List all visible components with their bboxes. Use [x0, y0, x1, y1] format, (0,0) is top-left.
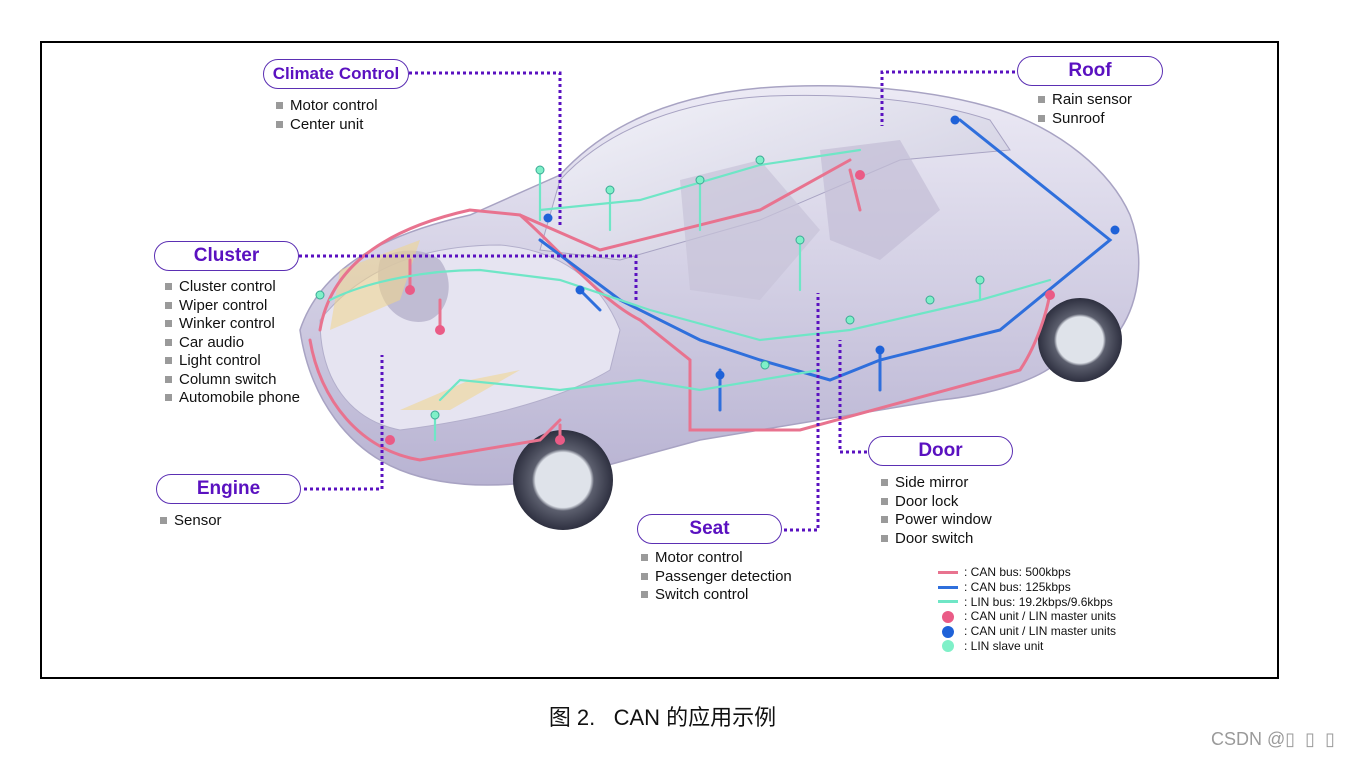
legend-swatch [938, 585, 958, 589]
list-item: Wiper control [165, 297, 300, 316]
list-item: Motor control [276, 97, 378, 116]
list-item: Winker control [165, 315, 300, 334]
watermark: CSDN @▯ ▯ ▯ [1211, 729, 1335, 749]
list-item: Switch control [641, 586, 792, 605]
legend: : CAN bus: 500kbps : CAN bus: 125kbps : … [938, 565, 1116, 654]
cluster-label: Cluster [154, 241, 299, 271]
legend-label: : CAN unit / LIN master units [964, 609, 1117, 624]
list-item: Sunroof [1038, 110, 1132, 129]
list-item: Sensor [160, 512, 222, 531]
legend-swatch [938, 600, 958, 604]
legend-label: : LIN slave unit [964, 638, 1044, 653]
list-item: Automobile phone [165, 389, 300, 408]
legend-item-can-500: : CAN bus: 500kbps [938, 565, 1116, 580]
list-item: Cluster control [165, 278, 300, 297]
legend-item-lin-slave: : LIN slave unit [938, 639, 1116, 654]
seat-items: Motor control Passenger detection Switch… [641, 549, 792, 605]
legend-item-can-125: : CAN bus: 125kbps [938, 580, 1116, 595]
legend-swatch [938, 570, 958, 574]
list-item: Rain sensor [1038, 91, 1132, 110]
legend-item-lin: : LIN bus: 19.2kbps/9.6kbps [938, 595, 1116, 610]
legend-swatch [942, 625, 954, 638]
legend-item-can-unit-blue: : CAN unit / LIN master units [938, 624, 1116, 639]
legend-label: : CAN bus: 125kbps [964, 579, 1071, 594]
legend-label: : CAN unit / LIN master units [964, 624, 1117, 639]
network-units [315, 115, 1120, 445]
door-label: Door [868, 436, 1013, 466]
car-body [299, 85, 1140, 530]
list-item: Column switch [165, 371, 300, 390]
legend-label: : LIN bus: 19.2kbps/9.6kbps [964, 594, 1113, 609]
legend-label: : CAN bus: 500kbps [964, 565, 1071, 579]
list-item: Center unit [276, 116, 378, 135]
engine-items: Sensor [160, 512, 222, 531]
list-item: Side mirror [881, 474, 992, 493]
figure-caption: 图 2. CAN 的应用示例 [548, 705, 777, 730]
climate-control-items: Motor control Center unit [276, 97, 378, 134]
door-items: Side mirror Door lock Power window Door … [881, 474, 992, 548]
callout-connectors [299, 70, 1015, 532]
roof-items: Rain sensor Sunroof [1038, 91, 1132, 128]
seat-label: Seat [637, 514, 782, 544]
legend-item-can-unit-pink: : CAN unit / LIN master units [938, 609, 1116, 624]
list-item: Door lock [881, 493, 992, 512]
legend-swatch [942, 610, 954, 623]
legend-swatch [942, 640, 954, 653]
bus-wiring [308, 118, 1113, 462]
list-item: Power window [881, 511, 992, 530]
list-item: Motor control [641, 549, 792, 568]
list-item: Passenger detection [641, 568, 792, 587]
list-item: Door switch [881, 530, 992, 549]
engine-label: Engine [156, 474, 301, 504]
cluster-items: Cluster control Wiper control Winker con… [165, 278, 300, 408]
climate-control-label: Climate Control [263, 59, 409, 89]
list-item: Light control [165, 352, 300, 371]
roof-label: Roof [1017, 56, 1163, 86]
list-item: Car audio [165, 334, 300, 353]
